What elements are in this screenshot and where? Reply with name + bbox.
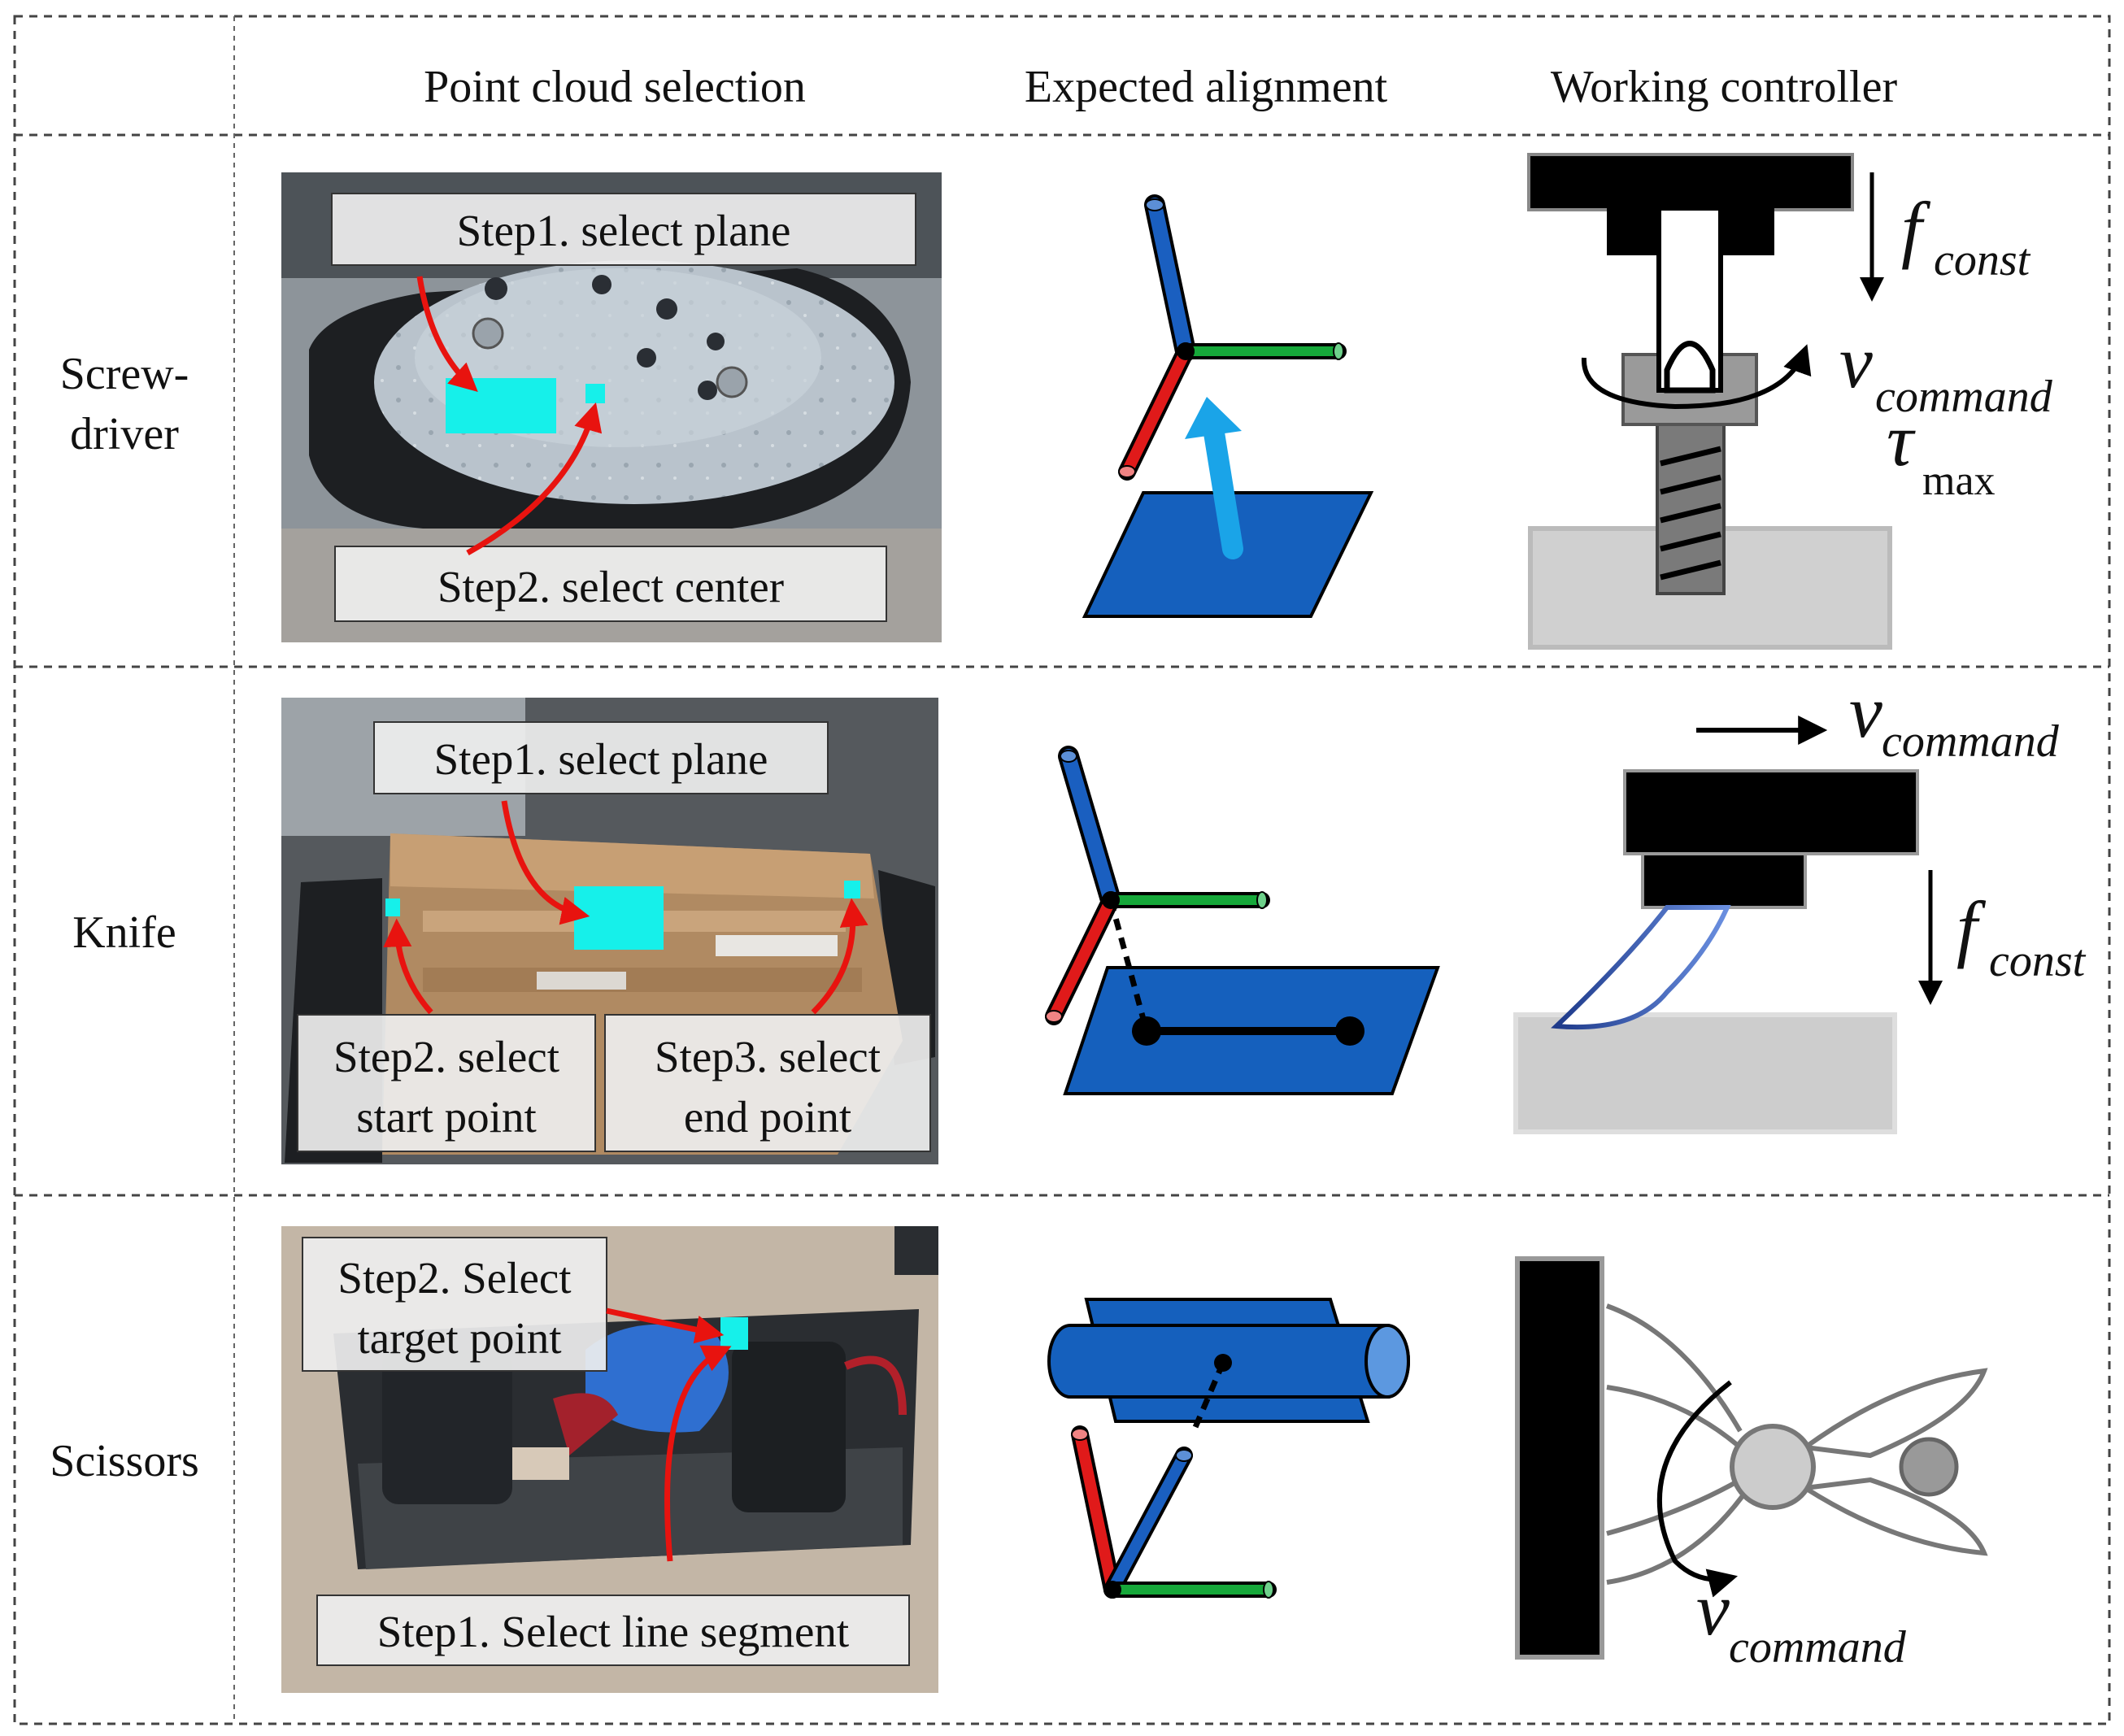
annotation-arrow-end-point [811, 898, 868, 1015]
step-label-target-point-line1: Step2. Select [337, 1253, 571, 1303]
annotation-arrow-line-segment [664, 1345, 732, 1562]
step-box-select-plane-r2 [373, 721, 829, 794]
step-box-line-segment [316, 1595, 910, 1666]
step-label-start-point-line1: Step2. select [333, 1032, 559, 1081]
step-label-end-point-line1: Step3. select [655, 1032, 881, 1081]
screwdriver-controller-diagram [1527, 153, 1892, 650]
math-velocity-r1: v [1839, 320, 1873, 403]
row-label-scissors: Scissors [50, 1436, 199, 1486]
row-label-screwdriver-line1: Screw- [60, 349, 189, 399]
step-label-end-point-line2: end point [684, 1092, 851, 1142]
math-velocity-r2: v [1849, 670, 1882, 753]
row-label-knife: Knife [72, 907, 176, 958]
step-label-start-point-line2: start point [356, 1092, 537, 1142]
annotation-arrow-plane-r2 [501, 800, 590, 925]
header-working-controller: Working controller [1551, 62, 1898, 112]
math-force-r1: f [1901, 187, 1931, 270]
step-label-select-plane-r2: Step1. select plane [434, 734, 768, 784]
scissors-alignment-diagram [1047, 1298, 1410, 1599]
step-label-select-center: Step2. select center [437, 562, 784, 611]
math-force-sub-r2: const [1989, 936, 2087, 986]
annotation-arrow-center [466, 402, 603, 556]
annotation-arrow-plane-r1 [416, 276, 478, 393]
step-label-target-point-line2: target point [357, 1313, 561, 1363]
header-expected-alignment: Expected alignment [1025, 62, 1388, 112]
math-torque-sub: max [1922, 458, 1996, 504]
row-label-screwdriver-line2: driver [70, 409, 179, 459]
header-point-cloud-selection: Point cloud selection [424, 62, 806, 112]
math-force-r2: f [1956, 886, 1987, 969]
math-velocity-r3: v [1696, 1568, 1730, 1651]
annotation-arrow-target-point [606, 1307, 725, 1344]
knife-controller-diagram [1513, 716, 1943, 1134]
math-velocity-sub-r2: command [1882, 716, 2060, 767]
step-box-target-point [302, 1237, 607, 1372]
math-force-sub-r1: const [1934, 235, 2031, 285]
step-label-select-plane-r1: Step1. select plane [457, 206, 791, 255]
step-box-select-center [334, 546, 887, 622]
step-label-line-segment: Step1. Select line segment [377, 1607, 849, 1656]
annotation-arrow-start-point [383, 918, 433, 1015]
step-box-end-point [604, 1014, 931, 1152]
scissors-controller-diagram [1515, 1256, 1988, 1660]
math-torque: τ [1887, 398, 1916, 481]
math-velocity-sub-r1: command [1875, 372, 2053, 422]
knife-alignment-diagram [1045, 746, 1440, 1095]
step-box-select-plane-r1 [331, 193, 916, 266]
math-velocity-sub-r3: command [1729, 1622, 1907, 1673]
screwdriver-alignment-diagram [1082, 194, 1374, 618]
step-box-start-point [297, 1014, 596, 1152]
table-grid [13, 15, 2111, 1725]
